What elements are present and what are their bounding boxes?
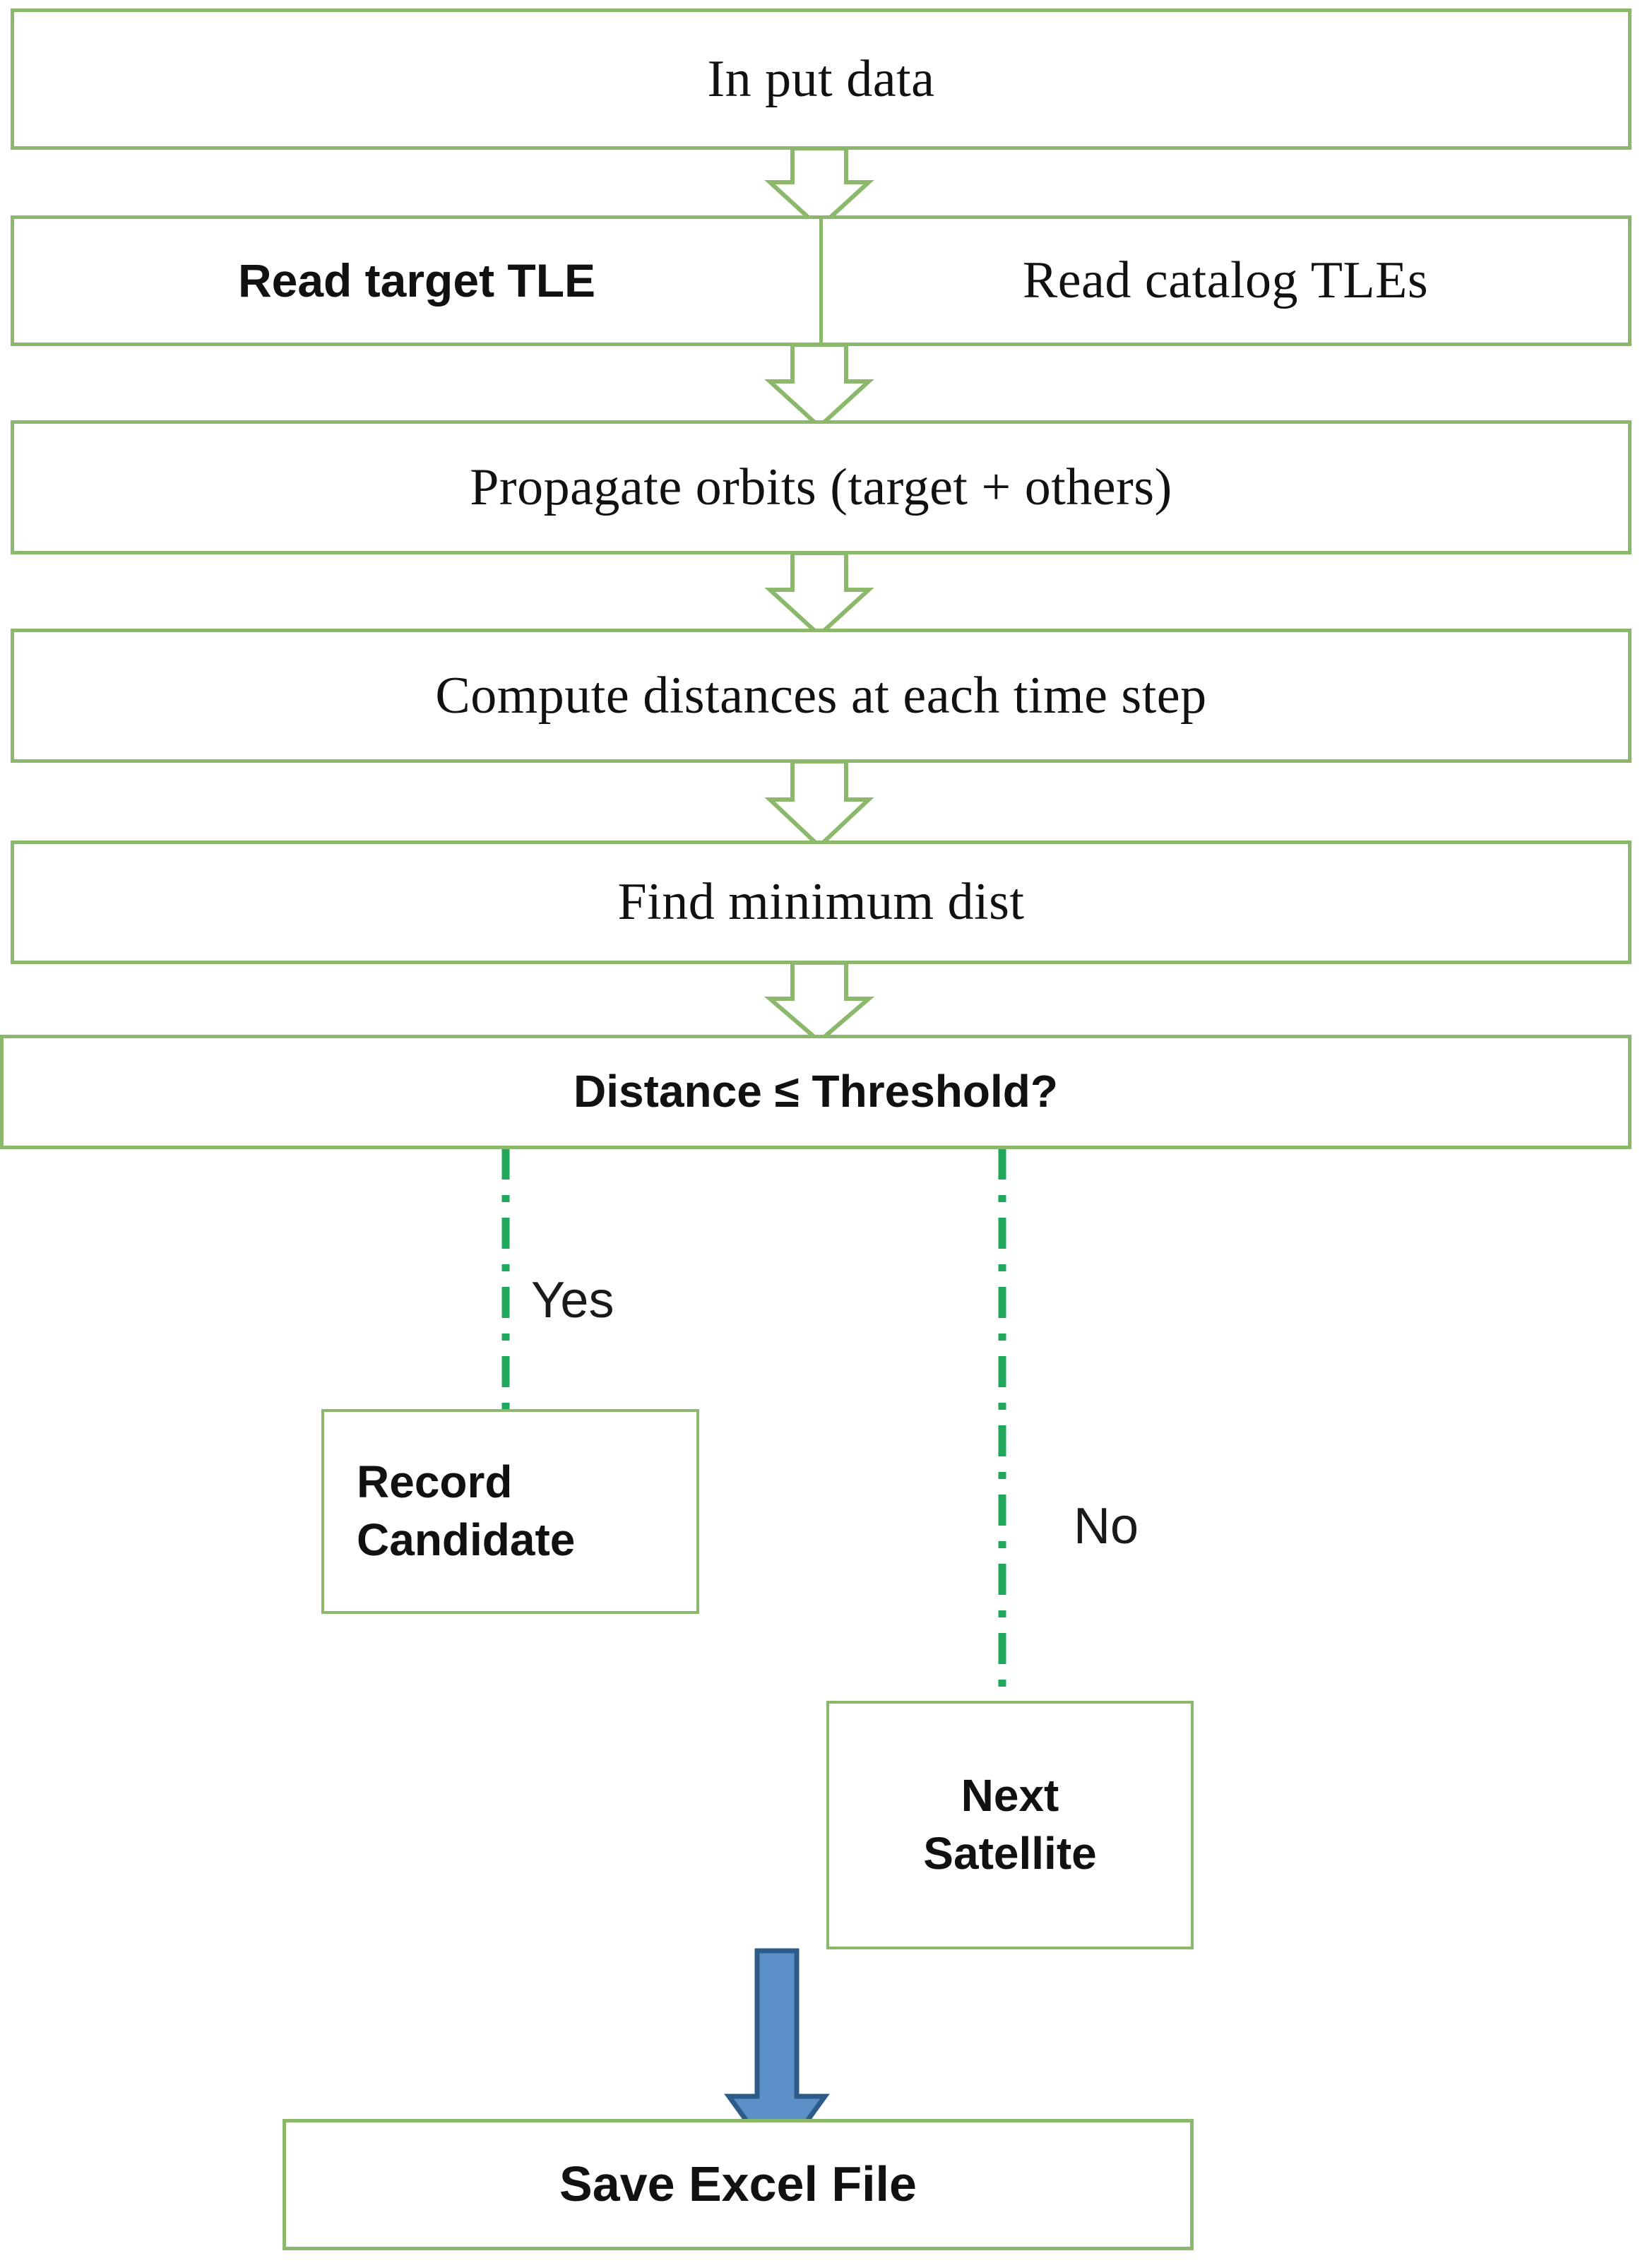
node-read-target-tle[interactable]: Read target TLE [11, 215, 823, 346]
node-input-data[interactable]: In put data [11, 8, 1632, 150]
flow-arrow-compute-to-findmin [764, 759, 874, 850]
node-input-data-label: In put data [707, 49, 935, 108]
node-compute-distances[interactable]: Compute distances at each time step [11, 629, 1632, 763]
node-save-excel-file[interactable]: Save Excel File [283, 2119, 1194, 2250]
node-record-candidate[interactable]: Record Candidate [321, 1409, 699, 1614]
flow-arrow-propagate-to-compute [764, 551, 874, 638]
node-read-catalog-tles[interactable]: Read catalog TLEs [819, 215, 1632, 346]
node-find-minimum-dist[interactable]: Find minimum dist [11, 841, 1632, 964]
flow-arrow-read-to-propagate [764, 343, 874, 430]
node-next-satellite-label: Next Satellite [923, 1770, 1097, 1879]
branch-label-no: No [1074, 1498, 1139, 1555]
node-propagate-orbits-label: Propagate orbits (target + others) [470, 458, 1172, 516]
node-find-minimum-dist-label: Find minimum dist [617, 873, 1025, 932]
node-propagate-orbits[interactable]: Propagate orbits (target + others) [11, 420, 1632, 554]
node-save-excel-file-label: Save Excel File [559, 2156, 917, 2212]
node-record-candidate-label: Record Candidate [357, 1456, 576, 1565]
node-read-catalog-tles-label: Read catalog TLEs [1022, 251, 1429, 310]
node-read-target-tle-label: Read target TLE [237, 254, 596, 307]
node-next-satellite[interactable]: Next Satellite [826, 1701, 1194, 1949]
node-decision-threshold[interactable]: Distance ≤ Threshold? [0, 1035, 1632, 1149]
node-compute-distances-label: Compute distances at each time step [435, 666, 1207, 725]
flow-arrow-findmin-to-decision [763, 961, 875, 1044]
branch-label-yes: Yes [531, 1272, 614, 1329]
node-decision-threshold-label: Distance ≤ Threshold? [574, 1066, 1058, 1117]
